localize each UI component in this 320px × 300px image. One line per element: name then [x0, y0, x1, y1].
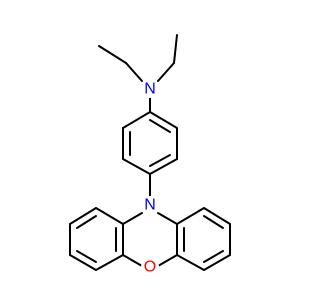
ring-double-bond [149, 119, 171, 133]
ring-bond [69, 254, 97, 271]
atom-label-n-amine: N [141, 80, 159, 98]
atom-label-bg [141, 258, 159, 276]
ring-bond [95, 254, 124, 271]
ring-double-bond [149, 154, 171, 167]
left-benzo-ring [69, 207, 124, 271]
atom-o-ring: O [144, 259, 156, 276]
ring-bond [149, 158, 178, 175]
ring-double-bond [203, 215, 224, 229]
ring-bond [122, 158, 151, 175]
core-bond [157, 212, 178, 225]
atom-label-n-ring: N [141, 196, 159, 214]
phenoxazine-core [122, 212, 178, 267]
core-bond [157, 254, 178, 267]
bond-ethyl2-ch2-n [157, 62, 175, 82]
ring-bond [95, 207, 124, 225]
molecule-structure: N N O [69, 34, 231, 276]
atom-label-o-ring: O [141, 258, 159, 276]
bond-ethyl1-ch2-ch3 [98, 45, 127, 64]
ring-double-bond [76, 250, 97, 263]
ethyl-groups [98, 34, 178, 82]
ring-bond [122, 111, 151, 129]
ring-bond [149, 111, 178, 129]
ring-bond [176, 207, 205, 225]
right-benzo-ring [176, 207, 231, 271]
atom-n-ring: N [144, 197, 156, 214]
atom-n-amine: N [144, 81, 156, 98]
ring-double-bond [76, 215, 97, 229]
atom-label-bg [141, 80, 159, 98]
atom-label-bg [141, 196, 159, 214]
bond-ethyl1-ch2-n [125, 62, 143, 82]
ring-bond [203, 254, 231, 271]
core-bond [122, 254, 143, 267]
core-bond [122, 212, 143, 225]
phenylene-ring [122, 111, 178, 175]
bond-ethyl2-ch2-ch3 [173, 34, 178, 64]
ring-bond [203, 207, 231, 225]
ring-bond [69, 207, 97, 225]
ring-double-bond [203, 250, 224, 263]
ring-bond [176, 254, 205, 271]
